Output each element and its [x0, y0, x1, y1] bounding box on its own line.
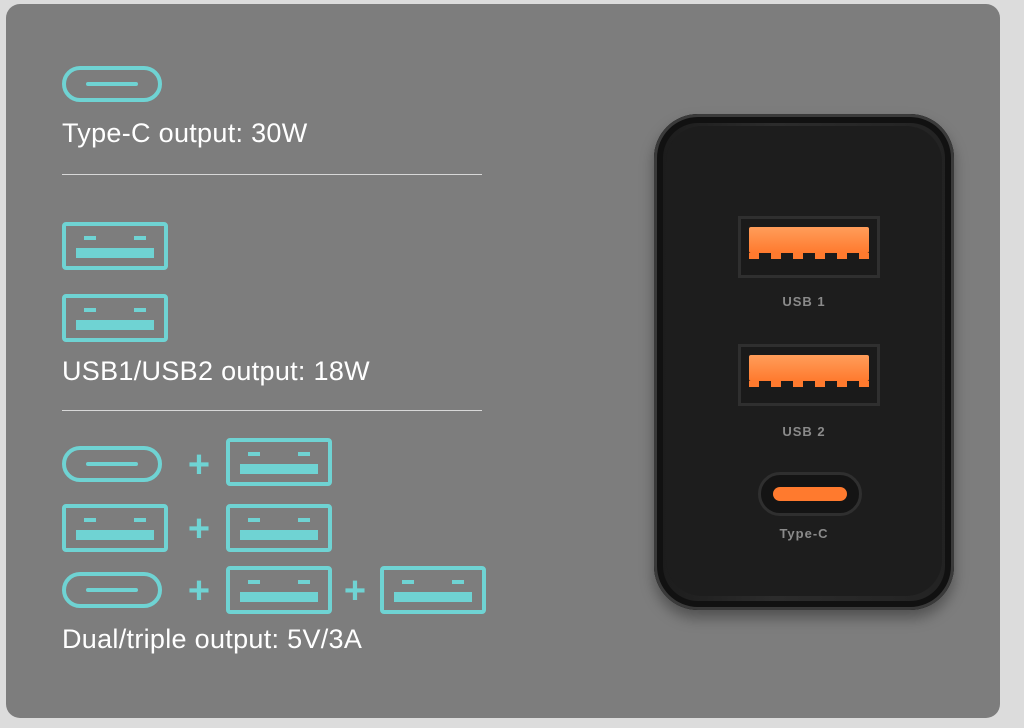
plus-icon: + [343, 570, 367, 612]
type-c-port-icon [62, 572, 162, 608]
feature-panel: Type-C output: 30W USB1/USB2 output: 18W… [6, 4, 1000, 718]
usb2-port-label: USB 2 [782, 424, 826, 439]
type-c-port-icon [62, 446, 162, 482]
type-c-output-label: Type-C output: 30W [62, 118, 308, 148]
usb-a-port-icon [380, 566, 486, 614]
usb-a-port-icon [62, 222, 168, 270]
usb-a-port-icon [62, 294, 168, 342]
usb1-port [738, 216, 880, 278]
usb-a-port-icon [226, 566, 332, 614]
divider [62, 410, 482, 411]
plus-icon: + [187, 508, 211, 550]
usb-a-port-icon [226, 438, 332, 486]
divider [62, 174, 482, 175]
type-c-port-label: Type-C [779, 526, 829, 541]
usb2-port [738, 344, 880, 406]
type-c-port-icon [62, 66, 162, 102]
type-c-port [758, 472, 862, 516]
usb1-port-label: USB 1 [782, 294, 826, 309]
plus-icon: + [187, 570, 211, 612]
usb-output-label: USB1/USB2 output: 18W [62, 356, 370, 386]
dual-output-label: Dual/triple output: 5V/3A [62, 624, 363, 654]
usb-a-port-icon [226, 504, 332, 552]
usb-a-port-icon [62, 504, 168, 552]
charger-image: USB 1 USB 2 Type-C [654, 114, 954, 610]
plus-icon: + [187, 444, 211, 486]
charger-face: USB 1 USB 2 Type-C [666, 126, 942, 596]
